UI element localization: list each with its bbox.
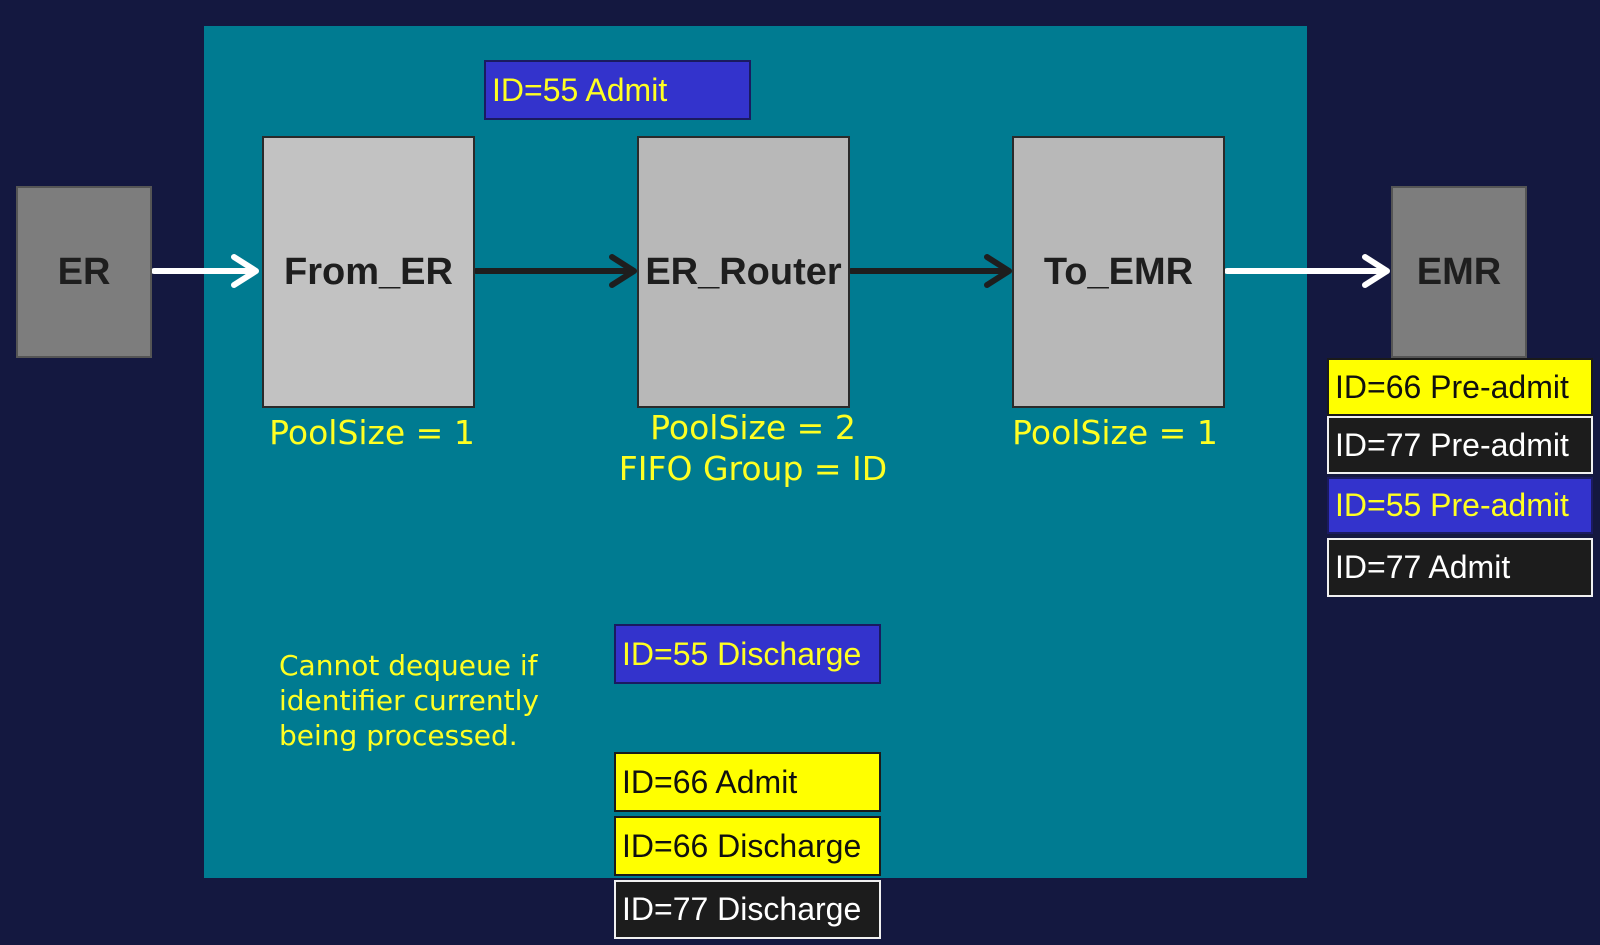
emr-node: EMR [1391, 186, 1527, 358]
arrow-from-er-to-router [473, 254, 637, 288]
arrow-er-to-from-er [151, 254, 259, 288]
to-emr-poolsize-label: PoolSize = 1 [1012, 413, 1218, 452]
queued-message-3: ID=66 Discharge [614, 816, 881, 876]
router-fifo-label: FIFO Group = ID [618, 449, 888, 488]
dequeue-note: Cannot dequeue if identifier currently b… [279, 648, 539, 753]
to-emr-node: To_EMR [1012, 136, 1225, 408]
from-er-poolsize-label: PoolSize = 1 [269, 413, 475, 452]
delivered-message-2: ID=77 Pre-admit [1327, 416, 1593, 474]
delivered-message-4: ID=77 Admit [1327, 538, 1593, 597]
er-node: ER [16, 186, 152, 358]
queued-message-2: ID=66 Admit [614, 752, 881, 812]
er-router-node: ER_Router [637, 136, 850, 408]
note-line-1: Cannot dequeue if [279, 649, 538, 682]
delivered-message-3: ID=55 Pre-admit [1327, 477, 1593, 534]
queued-message-4: ID=77 Discharge [614, 880, 881, 939]
note-line-2: identifier currently [279, 684, 539, 717]
delivered-message-1: ID=66 Pre-admit [1327, 358, 1593, 416]
queued-message-1: ID=55 Discharge [614, 624, 881, 684]
note-line-3: being processed. [279, 719, 518, 752]
arrow-router-to-to-emr [848, 254, 1012, 288]
router-poolsize-label: PoolSize = 2 [650, 408, 856, 447]
message-id55-admit: ID=55 Admit [484, 60, 751, 120]
from-er-node: From_ER [262, 136, 475, 408]
arrow-to-emr-to-emr [1224, 254, 1390, 288]
